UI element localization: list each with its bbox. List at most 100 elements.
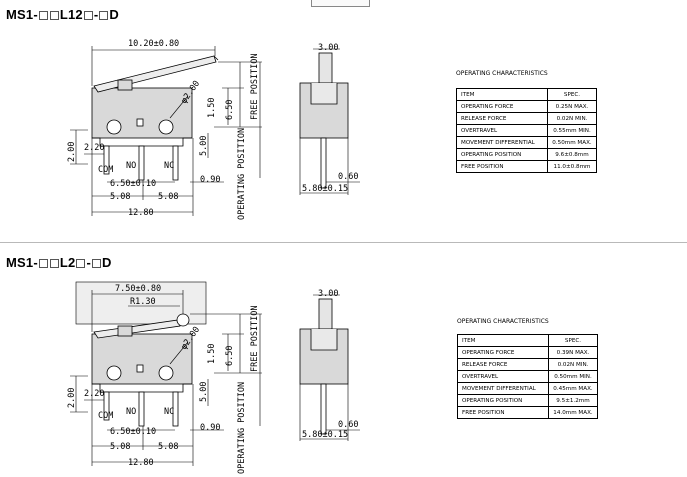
spec-item: RELEASE FORCE	[457, 358, 549, 371]
dim-pitch-a: 5.08	[110, 442, 130, 452]
spec-header-item: ITEM	[457, 334, 549, 347]
side-view	[299, 294, 360, 441]
label-free-pos: FREE POSITION	[250, 53, 260, 120]
mount-hole-left	[106, 119, 122, 135]
label-free-pos: FREE POSITION	[250, 305, 260, 372]
dim-body-h: 6.50	[225, 100, 235, 120]
side-dim-t: 0.60	[338, 420, 358, 430]
dim-pin-stub: 0.90	[200, 423, 220, 433]
label-nc: NC	[164, 161, 174, 171]
label-com: COM	[98, 165, 113, 175]
side-dim-t: 0.60	[338, 172, 358, 182]
lever	[93, 319, 181, 339]
dim-pin-len: 5.00	[199, 136, 209, 156]
spec-item: OPERATING POSITION	[457, 394, 549, 407]
roller	[176, 313, 190, 327]
side-view	[299, 48, 360, 195]
spec-value: 0.02N MIN.	[548, 358, 598, 371]
spec-value: 0.55mm MIN.	[547, 124, 597, 137]
dim-roller-r: R1.30	[130, 297, 156, 307]
spec-caption: OPERATING CHARACTERISTICS	[457, 318, 549, 325]
spec-caption: OPERATING CHARACTERISTICS	[456, 70, 548, 77]
section-1-drawing: 10.20±0.80 6.50±0.10 5.08 5.08 12.80 0.9…	[67, 39, 360, 220]
section-1-title: MS1-L12-D	[6, 7, 119, 22]
section-2-title: MS1-L2-D	[6, 255, 112, 270]
dim-pin-len: 5.00	[199, 382, 209, 402]
spec-item: MOVEMENT DIFFERENTIAL	[457, 382, 549, 395]
spec-item: FREE POSITION	[456, 160, 548, 173]
dim-left-off: 2.20	[84, 143, 104, 153]
spec-item: RELEASE FORCE	[456, 112, 548, 125]
dim-lever-len: 10.20±0.80	[128, 39, 179, 49]
spec-item: OPERATING POSITION	[456, 148, 548, 161]
dim-hole-h: 1.50	[207, 344, 217, 364]
side-dim-w: 5.80±0.15	[302, 184, 348, 194]
spec-value: 0.39N MAX.	[548, 346, 598, 359]
spec-value: 0.25N MAX.	[547, 100, 597, 113]
spec-value: 9.6±0.8mm	[547, 148, 597, 161]
spec-value: 14.0mm MAX.	[548, 406, 598, 419]
dim-left-h: 2.00	[67, 388, 77, 408]
section-divider	[0, 242, 687, 243]
label-no: NO	[126, 161, 136, 171]
side-dim-top: 3.00	[318, 289, 338, 299]
dim-pin-stub: 0.90	[200, 175, 220, 185]
spec-value: 0.45mm MAX.	[548, 382, 598, 395]
spec-header-item: ITEM	[456, 88, 548, 101]
dim-pitch-b: 5.08	[158, 192, 178, 202]
mount-hole-left	[106, 365, 122, 381]
spec-value: 0.50mm MAX.	[547, 136, 597, 149]
dim-pitch-b: 5.08	[158, 442, 178, 452]
spec-item: MOVEMENT DIFFERENTIAL	[456, 136, 548, 149]
spec-value: 11.0±0.8mm	[547, 160, 597, 173]
dim-hole-h: 1.50	[207, 98, 217, 118]
label-nc: NC	[164, 407, 174, 417]
spec-item: OVERTRAVEL	[456, 124, 548, 137]
label-op-pos: OPERATING POSITION	[237, 128, 247, 220]
spec-item: OPERATING FORCE	[456, 100, 548, 113]
top-partial-box	[311, 0, 370, 7]
mount-hole-right	[158, 119, 174, 135]
dim-pin-spacing: 6.50±0.10	[110, 427, 156, 437]
side-dim-top: 3.00	[318, 43, 338, 53]
switch-body	[91, 87, 193, 139]
spec-item: OPERATING FORCE	[457, 346, 549, 359]
spec-header-spec: SPEC.	[547, 88, 597, 101]
dim-lever-len: 7.50±0.80	[115, 284, 161, 294]
label-com: COM	[98, 411, 113, 421]
dim-body-h: 6.50	[225, 346, 235, 366]
side-dim-w: 5.80±0.15	[302, 430, 348, 440]
dim-pitch-a: 5.08	[110, 192, 130, 202]
dim-left-h: 2.00	[67, 142, 77, 162]
spec-item: OVERTRAVEL	[457, 370, 549, 383]
spec-value: 0.02N MIN.	[547, 112, 597, 125]
dim-width: 12.80	[128, 458, 154, 468]
dim-width: 12.80	[128, 208, 154, 218]
dim-pin-spacing: 6.50±0.10	[110, 179, 156, 189]
spec-item: FREE POSITION	[457, 406, 549, 419]
spec-value: 0.50mm MIN.	[548, 370, 598, 383]
dim-left-off: 2.20	[84, 389, 104, 399]
spec-value: 9.5±1.2mm	[548, 394, 598, 407]
mount-hole-right	[158, 365, 174, 381]
spec-header-spec: SPEC.	[548, 334, 598, 347]
section-2-drawing: 7.50±0.80 R1.30 6.50±0.10 5.08 5.08 12.8…	[0, 240, 687, 477]
switch-body	[91, 333, 193, 385]
